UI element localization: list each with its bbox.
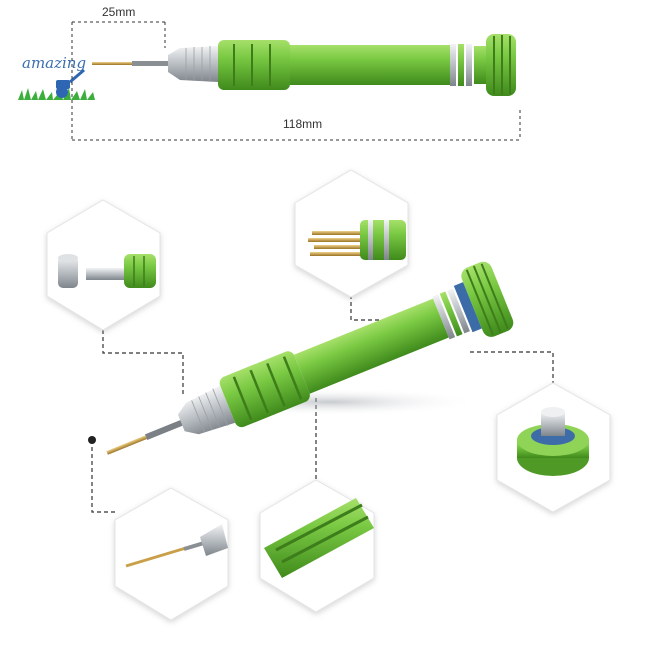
tip-length-label: 25mm — [102, 5, 135, 19]
chuck-detail-photo-icon — [58, 254, 156, 288]
main-screwdriver — [106, 261, 514, 455]
callout-cap-detail — [496, 382, 611, 513]
knurled-grip-photo-icon — [264, 498, 374, 578]
tip-marker-dot — [88, 436, 96, 444]
brand-logo: amazing — [18, 54, 95, 100]
dimension-drawing: 25mm 118mm — [71, 5, 521, 141]
callout-grip-detail — [259, 479, 375, 613]
dimension-lines — [71, 21, 521, 141]
gold-bits-photo-icon — [308, 220, 406, 260]
rotating-cap-photo-icon — [517, 407, 589, 476]
screwdriver-side-view — [92, 34, 516, 96]
tip-closeup-photo-icon — [125, 524, 228, 568]
logo-text: amazing — [22, 54, 86, 72]
callout-chuck-detail — [46, 199, 161, 331]
grass-mower-icon — [18, 68, 95, 100]
callout-bits-detail — [294, 169, 409, 298]
callout-tip-detail — [114, 487, 229, 621]
total-length-label: 118mm — [283, 117, 322, 131]
